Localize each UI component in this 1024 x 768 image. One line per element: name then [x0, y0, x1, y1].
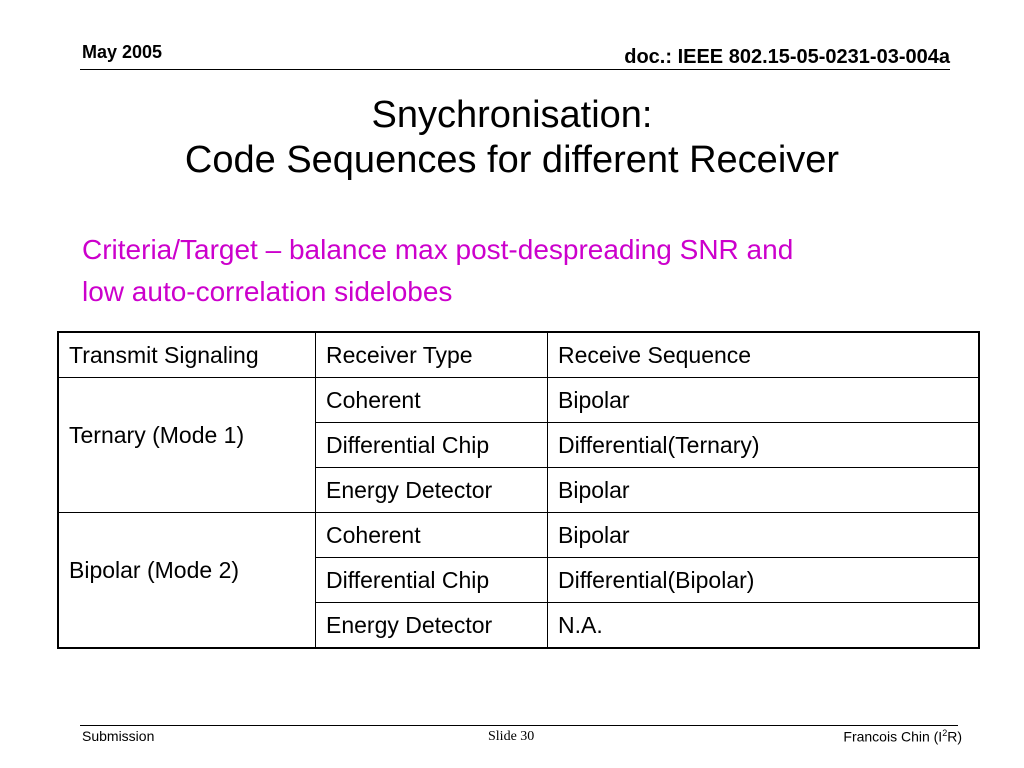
- signaling-cell-ternary: Ternary (Mode 1): [57, 377, 316, 513]
- footer-submission: Submission: [82, 728, 155, 744]
- sequence-table: Transmit Signaling Receiver Type Receive…: [57, 331, 980, 649]
- receiver-cell: Energy Detector: [315, 467, 548, 513]
- criteria-line-2: low auto-correlation sidelobes: [82, 276, 453, 307]
- sequence-cell: N.A.: [547, 602, 980, 649]
- table-row: Bipolar (Mode 2) Coherent Bipolar: [57, 512, 980, 649]
- sequence-cell: Bipolar: [547, 512, 980, 558]
- slide-title: Snychronisation: Code Sequences for diff…: [0, 93, 1024, 183]
- sequence-cell: Bipolar: [547, 467, 980, 513]
- receiver-cell: Energy Detector: [315, 602, 548, 649]
- header-date: May 2005: [82, 42, 163, 62]
- sequence-cell: Differential(Ternary): [547, 422, 980, 468]
- sequence-cell: Bipolar: [547, 377, 980, 423]
- receiver-cell: Differential Chip: [315, 422, 548, 468]
- signaling-cell-bipolar: Bipolar (Mode 2): [57, 512, 316, 649]
- table-row: Ternary (Mode 1) Coherent Bipolar: [57, 377, 980, 513]
- table-header-row: Transmit Signaling Receiver Type Receive…: [57, 331, 980, 378]
- receiver-cell: Coherent: [315, 377, 548, 423]
- criteria-line-1: Criteria/Target – balance max post-despr…: [82, 234, 794, 265]
- header-divider: [80, 69, 950, 70]
- footer-author: Francois Chin (I2R): [843, 728, 962, 745]
- criteria-text: Criteria/Target – balance max post-despr…: [82, 229, 982, 313]
- author-suffix: R): [947, 728, 962, 745]
- author-prefix: Francois Chin (I: [843, 728, 943, 745]
- receiver-cell: Coherent: [315, 512, 548, 558]
- table-row: Energy Detector N.A.: [58, 602, 980, 649]
- header-receive-sequence: Receive Sequence: [547, 331, 980, 378]
- header-receiver-type: Receiver Type: [315, 331, 548, 378]
- header-transmit-signaling: Transmit Signaling: [57, 331, 316, 378]
- author-superscript: 2: [942, 728, 948, 738]
- table-row: Differential Chip Differential(Bipolar): [58, 557, 980, 603]
- table-row: Differential Chip Differential(Ternary): [58, 422, 980, 468]
- footer-divider: [80, 725, 958, 726]
- header-doc-id: doc.: IEEE 802.15-05-0231-03-004a: [624, 46, 950, 68]
- receiver-cell: Differential Chip: [315, 557, 548, 603]
- sequence-cell: Differential(Bipolar): [547, 557, 980, 603]
- title-line-1: Snychronisation:: [371, 94, 653, 136]
- footer-slide-number: Slide 30: [488, 729, 535, 744]
- title-line-2: Code Sequences for different Receiver: [184, 139, 840, 181]
